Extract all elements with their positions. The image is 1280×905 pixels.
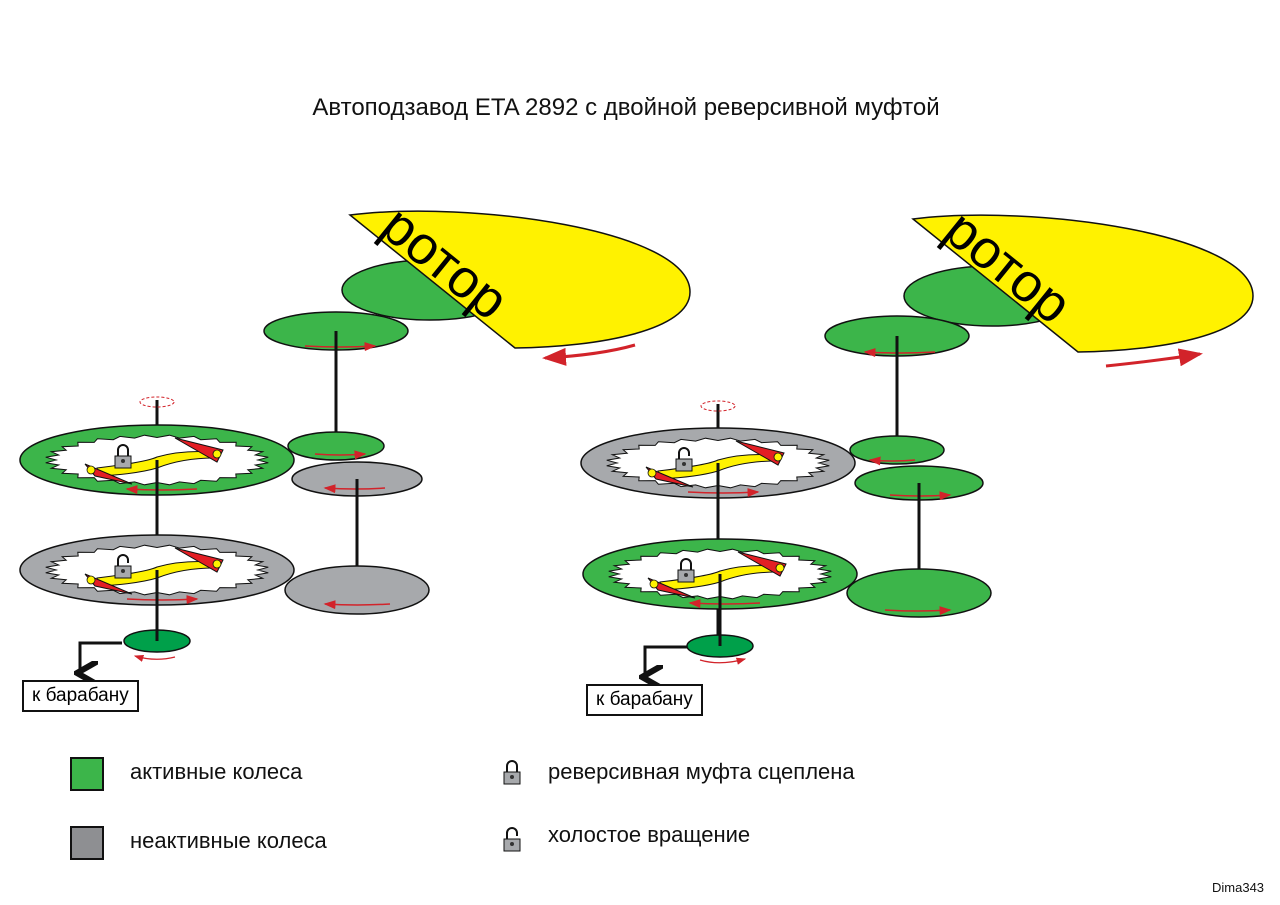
rotation-arrow [863,348,936,358]
rotation-arrow [323,600,391,610]
reverser-drive-wheel-lower [284,565,430,615]
small-drive-pinion [287,431,385,461]
lock-open-icon [114,554,132,579]
to-barrel-label-right: к барабану [586,684,703,716]
rotation-arrow [868,456,916,466]
rotor-rotation-arrow [542,343,636,366]
legend-idle-label: холостое вращение [548,822,751,847]
to-barrel-arrow [80,641,122,673]
legend-active-swatch [70,757,104,791]
rotor-rotation-arrow [1105,348,1203,368]
legend-inactive-label: неактивные колеса [130,828,327,853]
legend-inactive-swatch [70,826,104,860]
legend-active-label: активные колеса [130,759,303,784]
reverser-drive-wheel-lower [846,568,992,618]
to-barrel-label-left: к барабану [22,680,139,712]
rotation-arrow [314,450,367,460]
rotation-arrow [304,342,377,352]
small-drive-pinion [849,435,945,465]
diagram-title: Автоподзавод ETA 2892 с двойной реверсив… [312,94,940,121]
lock-closed-icon [114,444,132,469]
rotation-arrow [323,484,386,494]
to-barrel-arrow [645,645,687,677]
rotation-arrow [699,657,747,665]
shaft-rotation-icon [700,400,736,412]
rotation-arrow [126,595,199,605]
rotation-arrow [133,654,176,662]
author-credit: Dima343 [1212,880,1265,895]
lock-closed-icon [503,760,521,785]
rotation-arrow [687,488,760,498]
rotation-arrow [125,485,198,495]
rotation-arrow [688,599,761,609]
legend-locked-label: реверсивная муфта сцеплена [548,759,855,784]
lock-open-icon [503,827,521,852]
rotation-arrow [884,606,952,616]
shaft-rotation-icon [139,396,175,408]
lock-closed-icon [677,558,695,583]
lock-open-icon [675,447,693,472]
